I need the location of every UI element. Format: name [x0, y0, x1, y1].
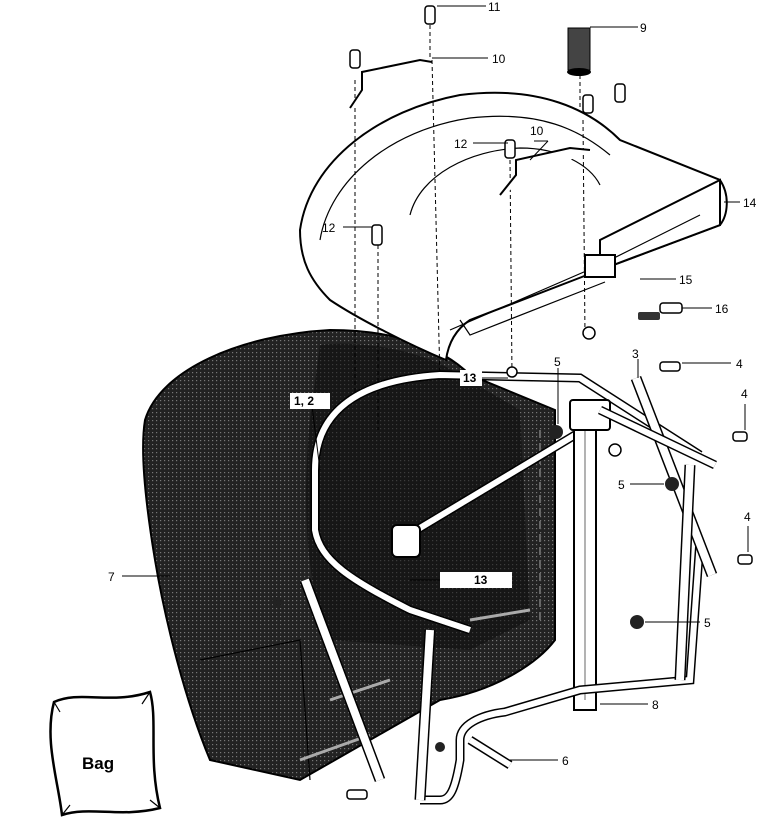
boxed-callout-13-upper: 13: [460, 370, 482, 386]
spring: [567, 27, 591, 76]
upper-frame: [310, 370, 703, 635]
boxed-callout-1-2: 1, 2: [290, 393, 330, 409]
callout-7: 7: [108, 570, 115, 584]
callout-3: 3: [632, 347, 639, 361]
callout-10-lower: 10: [530, 124, 544, 138]
callout-8: 8: [652, 698, 659, 712]
fasteners: [272, 5, 753, 800]
assembly-lines: [354, 25, 586, 430]
lower-frame: [420, 539, 705, 805]
callout-5-bottom: 5: [704, 616, 711, 630]
callout-14: 14: [743, 196, 757, 210]
callout-6: 6: [562, 754, 569, 768]
bag-label: Bag: [82, 754, 114, 773]
callout-11: 11: [488, 0, 501, 14]
callout-5-top: 5: [554, 355, 561, 369]
callout-13-upper: 13: [463, 371, 477, 385]
vertical-post: [573, 429, 597, 711]
bag-inset: Bag: [49, 690, 162, 817]
callout-13-lower: 13: [474, 573, 488, 587]
callout-4-bottom: 4: [744, 510, 751, 524]
side-arms: [299, 376, 718, 801]
callout-9: 9: [640, 21, 647, 35]
callout-12-lower: 12: [322, 221, 336, 235]
callout-numbers: 11 9 10 10 12 12 14 15 16 3 4 4 4 5 5 5 …: [108, 0, 757, 768]
callout-4-middle: 4: [741, 387, 748, 401]
boxed-callout-13-lower: 13: [440, 572, 512, 588]
callout-4-top: 4: [736, 357, 743, 371]
callout-10-upper: 10: [492, 52, 506, 66]
bag-top-cover: [298, 91, 728, 362]
callout-15: 15: [679, 273, 693, 287]
callout-12-upper: 12: [454, 137, 468, 151]
brackets: [349, 58, 591, 196]
callout-5-middle: 5: [618, 478, 625, 492]
callout-16: 16: [715, 302, 729, 316]
callout-1-2: 1, 2: [294, 394, 314, 408]
